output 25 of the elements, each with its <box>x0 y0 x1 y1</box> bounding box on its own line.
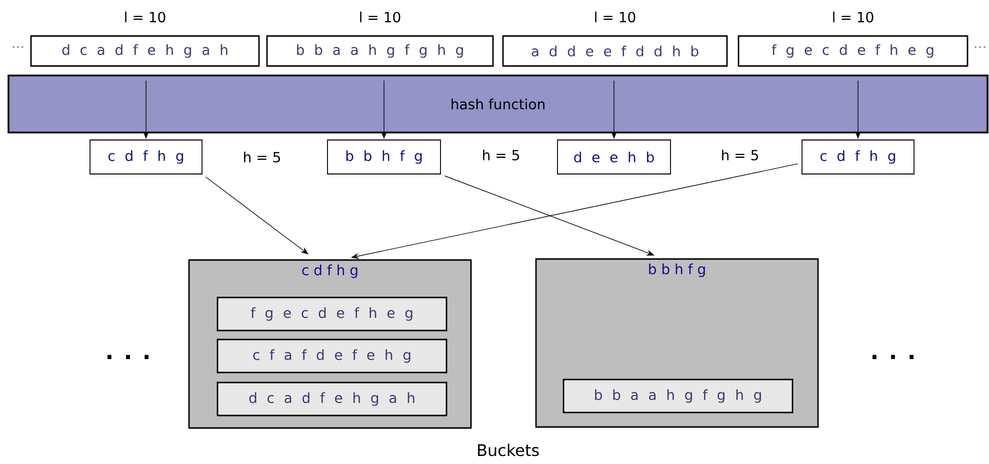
ellipsis: . . . <box>108 354 148 360</box>
hash-length-label: h = 5 <box>244 152 280 162</box>
hash-function-band: hash function <box>8 74 988 134</box>
string-box: d c a d f e h g a h <box>216 382 448 416</box>
hash-length-label: h = 5 <box>722 150 758 160</box>
hash-box: c d f h g <box>802 140 914 174</box>
caption: Buckets <box>478 444 539 456</box>
string-box: a d d e e f d d h b <box>502 35 728 67</box>
string-box: c f a f d e f e h g <box>216 338 448 374</box>
hash-box: b b h f g <box>327 140 441 174</box>
ellipsis: . . . <box>872 354 914 360</box>
length-label: l = 10 <box>125 12 166 22</box>
hash-length-label: h = 5 <box>483 150 519 160</box>
string-box: f g e c d e f h e g <box>216 296 448 332</box>
string-box: b b a a h g f g h g <box>562 378 794 414</box>
ellipsis: ... <box>974 46 986 48</box>
length-label: l = 10 <box>595 12 636 22</box>
string-box: d c a d f e h g a h <box>30 35 260 67</box>
length-label: l = 10 <box>833 12 874 22</box>
hash-box: d e e h b <box>557 140 671 174</box>
hash-box: c d f h g <box>90 140 202 174</box>
string-box: b b a a h g f g h g <box>266 35 494 67</box>
string-box: f g e c d e f h e g <box>738 35 968 67</box>
length-label: l = 10 <box>360 12 400 22</box>
ellipsis: ... <box>12 46 24 48</box>
